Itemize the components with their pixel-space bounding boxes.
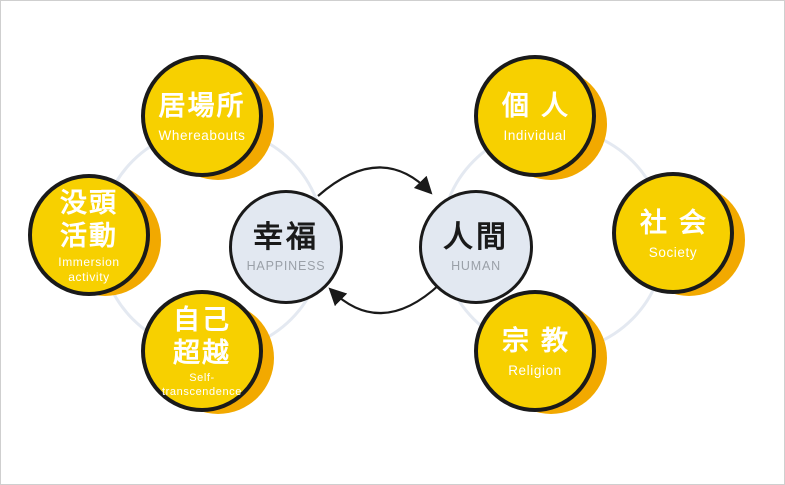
individual-en: Individual xyxy=(503,127,567,143)
happiness-jp: 幸福 xyxy=(253,220,319,255)
self-transcendence-jp-line2: 超越 xyxy=(173,337,231,369)
arrow-happiness-to-human xyxy=(317,166,433,197)
self-transcendence-en-line1: Self- xyxy=(189,371,215,384)
immersion-jp-line1: 没頭 xyxy=(60,187,118,219)
human-jp: 人間 xyxy=(443,220,509,255)
whereabouts-jp: 居場所 xyxy=(158,90,246,122)
religion-en: Religion xyxy=(508,362,562,378)
immersion-en-line2: activity xyxy=(68,269,110,284)
happiness-en: HAPPINESS xyxy=(246,259,326,273)
node-self-transcendence: 自己 超越 Self- transcendence xyxy=(141,290,263,412)
node-religion: 宗教 Religion xyxy=(474,290,596,412)
self-transcendence-en-line2: transcendence xyxy=(162,385,242,398)
node-society: 社会 Society xyxy=(612,172,734,294)
human-en: HUMAN xyxy=(451,259,501,273)
node-whereabouts: 居場所 Whereabouts xyxy=(141,55,263,177)
node-happiness: 幸福 HAPPINESS xyxy=(229,190,343,304)
immersion-en-line1: Immersion xyxy=(58,254,120,269)
arrow-human-to-happiness xyxy=(328,283,441,315)
society-jp: 社会 xyxy=(640,207,718,239)
whereabouts-en: Whereabouts xyxy=(158,127,246,143)
individual-jp: 個人 xyxy=(502,90,580,122)
node-immersion-activity: 没頭 活動 Immersion activity xyxy=(28,174,150,296)
node-human: 人間 HUMAN xyxy=(419,190,533,304)
immersion-jp-line2: 活動 xyxy=(60,220,118,252)
node-individual: 個人 Individual xyxy=(474,55,596,177)
self-transcendence-jp-line1: 自己 xyxy=(173,304,231,336)
religion-jp: 宗教 xyxy=(502,325,580,357)
society-en: Society xyxy=(648,244,698,260)
